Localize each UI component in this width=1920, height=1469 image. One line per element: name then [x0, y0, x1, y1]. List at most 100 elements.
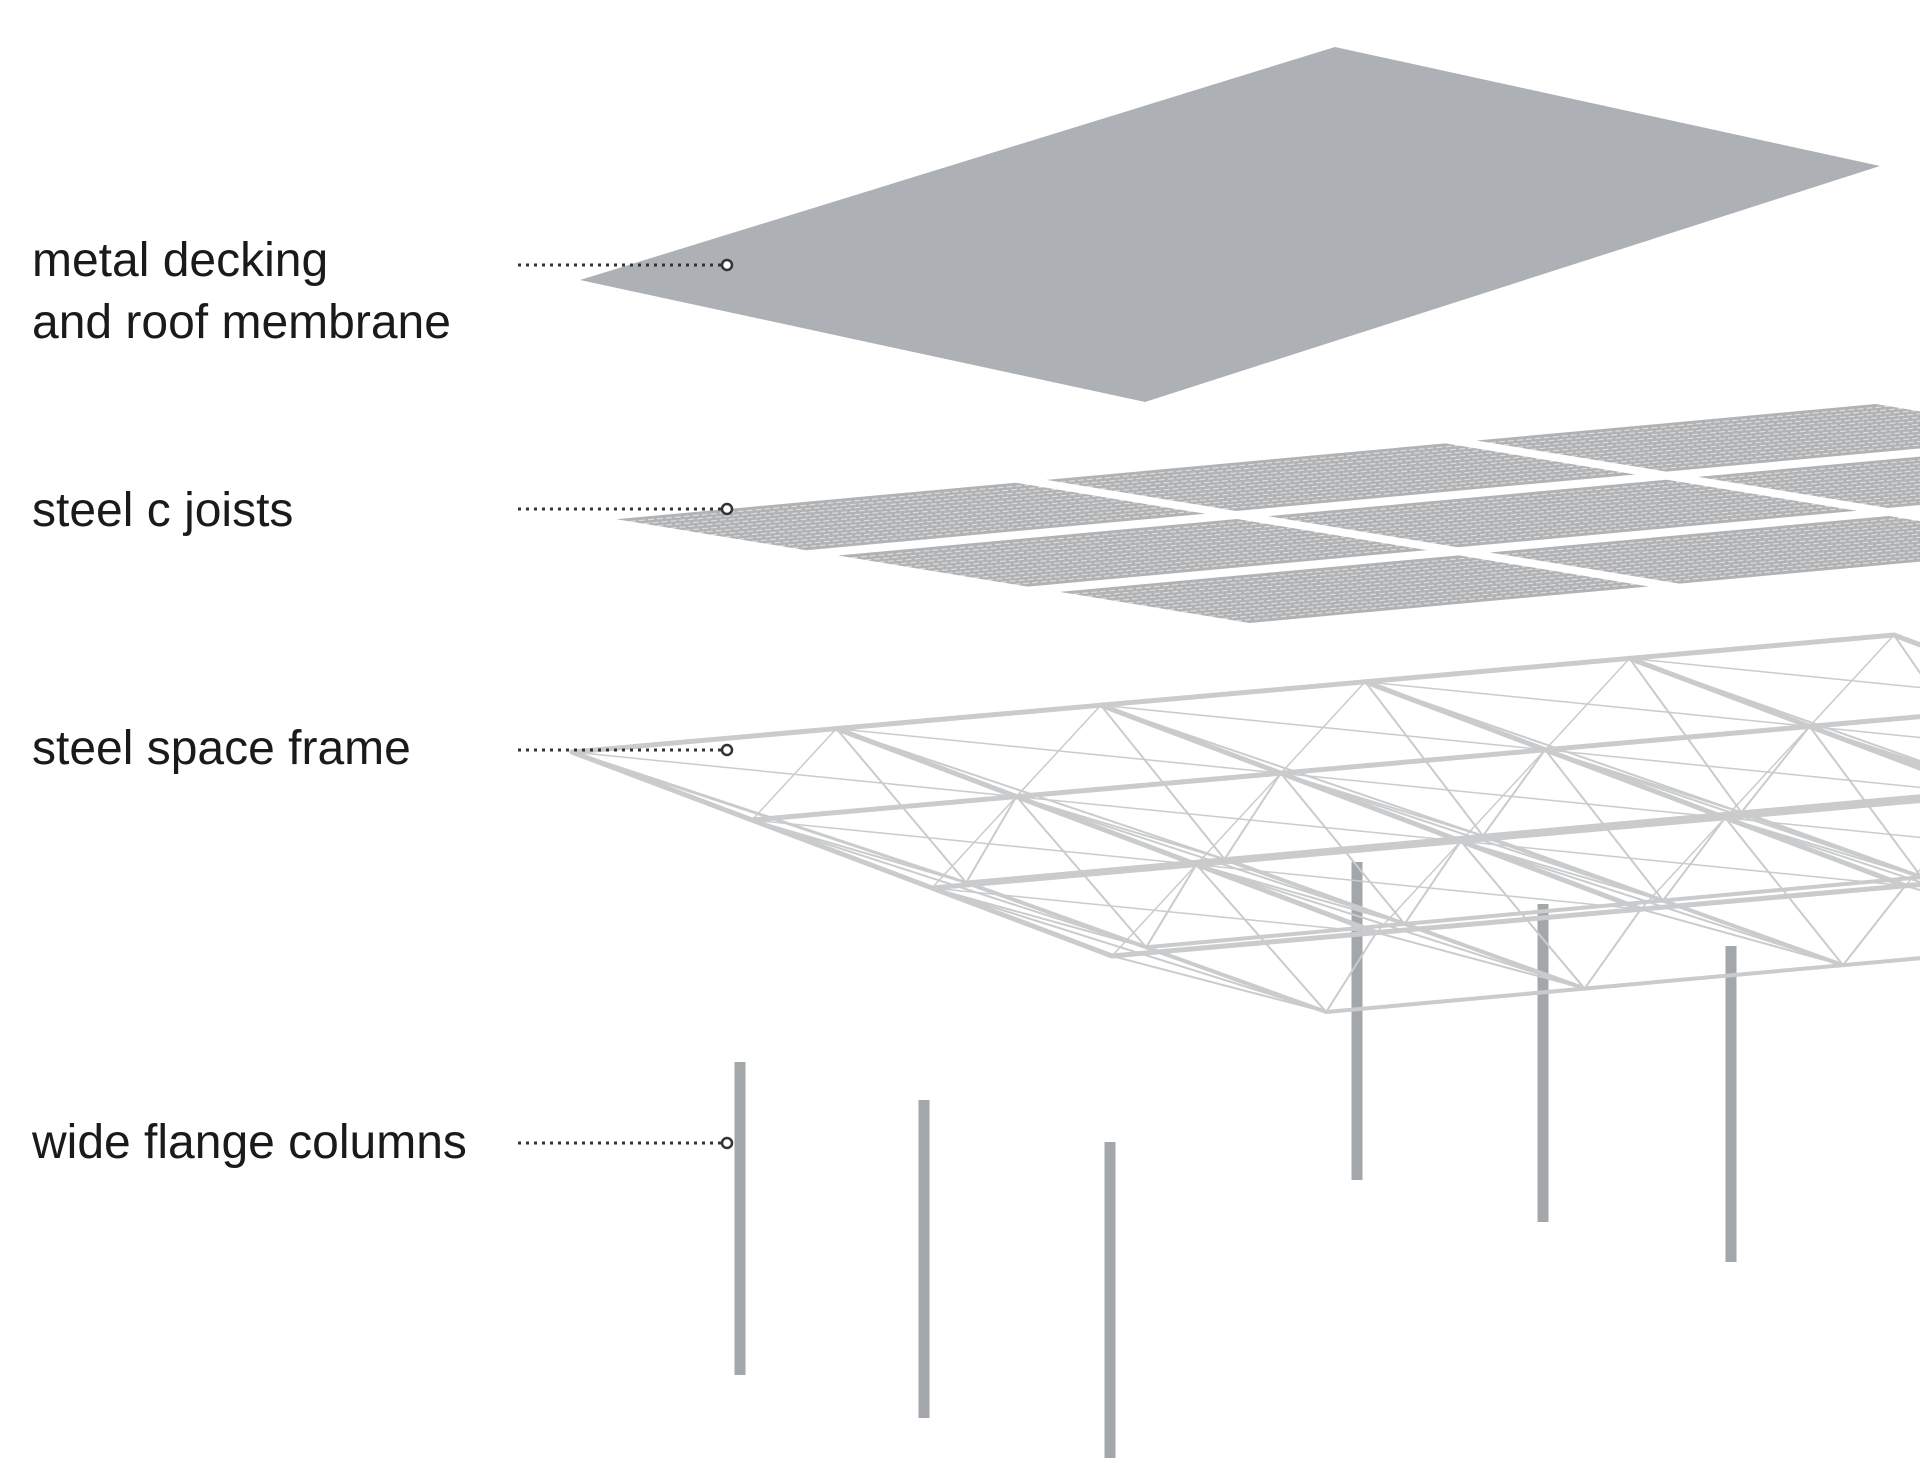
joist-line [1584, 536, 1920, 569]
joist-line [892, 527, 1292, 566]
frame-member [1639, 908, 1844, 967]
frame-member [1195, 863, 1586, 990]
joist-line [1820, 487, 1920, 498]
steel-space-frame [569, 632, 1920, 1014]
joist-line [1652, 554, 1920, 580]
joist-line [643, 486, 1043, 525]
joist-line [1335, 490, 1735, 528]
frame-member [1223, 772, 1282, 861]
frame-member [751, 727, 838, 821]
joist-line [670, 490, 1070, 529]
frame-member [1109, 881, 1920, 959]
joist-line [751, 504, 1152, 543]
frame-member [1015, 795, 1148, 949]
joist-line [724, 499, 1124, 538]
frame-member [1662, 816, 1727, 902]
joist-line [946, 536, 1346, 574]
frame-member [1099, 704, 1226, 861]
joist-line [1516, 519, 1916, 558]
frame-member [1627, 655, 1920, 771]
joist-line [1611, 433, 1920, 464]
frame-member [1808, 725, 1920, 739]
joist-line [1543, 526, 1920, 563]
joist-line [1611, 543, 1920, 574]
joist-line [1557, 420, 1920, 455]
joist-line [765, 506, 1165, 545]
joist-line [684, 493, 1084, 531]
leader-dot-icon [720, 258, 734, 272]
joist-line [1792, 480, 1920, 494]
joist-line [1000, 545, 1400, 583]
joist-line [738, 502, 1138, 540]
label-metal-decking: metal decking and roof membrane [32, 234, 734, 349]
frame-member [833, 726, 1379, 936]
frame-member [1544, 657, 1631, 751]
joist-line [1281, 481, 1681, 520]
frame-member [1111, 863, 1198, 957]
frame-member [1279, 772, 1406, 925]
joist-line [1073, 556, 1473, 595]
joist-line [1127, 565, 1527, 604]
frame-member [1808, 725, 1920, 766]
joist-line [1444, 507, 1844, 546]
joist-line [1489, 405, 1890, 444]
joist-line [1725, 462, 1920, 482]
joist-line [629, 484, 1030, 523]
label-steel-space-frame: steel space frame [32, 722, 734, 775]
joist-line [1100, 561, 1500, 600]
joist-line [1014, 547, 1414, 586]
frame-member [1362, 679, 1908, 889]
label-wide-flange-columns: wide flange columns [31, 1116, 734, 1169]
joist-line [1625, 437, 1920, 466]
frame-member [1015, 795, 1406, 925]
joist-line [1308, 485, 1708, 524]
steel-c-joists [616, 404, 1920, 623]
joist-line [1417, 503, 1817, 542]
frame-member [1740, 725, 1811, 814]
joist-line [973, 540, 1373, 579]
leader-dot-icon [720, 502, 734, 516]
frame-member [1459, 840, 1586, 990]
frame-member [1724, 816, 1920, 884]
joist-line [1208, 579, 1608, 617]
frame-member [931, 887, 1328, 1013]
joist-line [1390, 499, 1790, 537]
joist-line [1571, 423, 1920, 457]
joist-line [1833, 490, 1920, 500]
joist-line [1086, 559, 1486, 597]
frame-member [1724, 816, 1844, 967]
frame-member [965, 795, 1018, 884]
joist-line [1195, 467, 1595, 505]
frame-member [1724, 817, 1920, 839]
joist-line [905, 529, 1305, 568]
joist-line [1154, 460, 1554, 499]
frame-member [1544, 748, 1664, 902]
joist-line [1195, 576, 1595, 615]
joist-line [1806, 483, 1920, 496]
frame-member [1739, 810, 1920, 879]
label-metal-decking-line2: and roof membrane [32, 296, 451, 349]
joist-line [1141, 458, 1541, 497]
joist-line [1362, 494, 1763, 533]
frame-member [929, 798, 1920, 891]
frame-member [570, 750, 968, 885]
joist-line [1530, 522, 1920, 560]
joist-line [1625, 547, 1920, 576]
label-steel-c-joists: steel c joists [32, 484, 734, 537]
frame-member [1904, 868, 1920, 887]
joist-line [1222, 581, 1622, 620]
frame-member [931, 795, 1018, 889]
joist-line [1127, 456, 1527, 494]
frame-member [1628, 657, 1920, 689]
frame-member [1482, 748, 1547, 837]
joist-line [1100, 451, 1500, 490]
frame-member [1375, 931, 1586, 990]
joist-line [1322, 487, 1722, 526]
joist-line [987, 542, 1387, 581]
joist-line [711, 497, 1111, 536]
frame-member [1324, 956, 1920, 1014]
joist-line [1638, 550, 1920, 578]
joist-line [1847, 494, 1920, 502]
joist-line [1571, 533, 1920, 567]
